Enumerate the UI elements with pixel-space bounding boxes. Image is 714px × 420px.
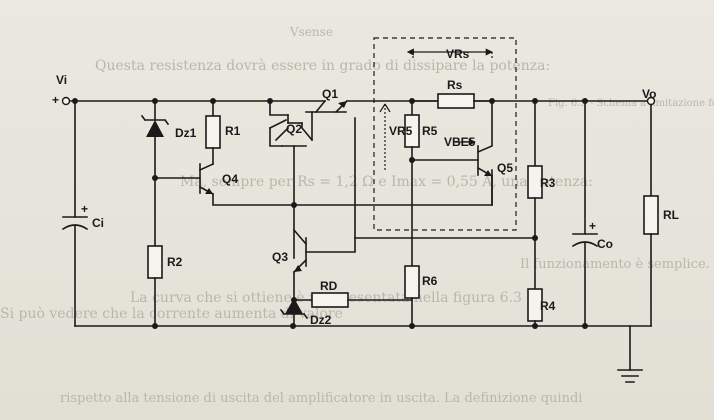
transistor-q1 — [269, 99, 349, 147]
transistor-q4 — [154, 162, 493, 206]
vrs-arrow — [406, 48, 493, 60]
transistor-q2 — [268, 100, 314, 259]
resistor-r3 — [354, 100, 543, 290]
resistor-r4 — [527, 288, 543, 327]
label-dz2: Dz2 — [310, 313, 332, 327]
label-rs: Rs — [447, 78, 463, 92]
label-ci: Ci — [92, 216, 104, 230]
resistor-r2 — [147, 245, 163, 327]
capacitor-co — [571, 100, 599, 327]
input-rail — [61, 96, 326, 106]
label-rd: RD — [320, 279, 338, 293]
label-q4: Q4 — [222, 172, 238, 186]
label-vo: Vo — [642, 87, 656, 101]
ghost-line-4: Si può vedere che la corrente aumenta di… — [0, 306, 343, 322]
label-q2: Q2 — [286, 122, 302, 136]
ground-rail — [74, 323, 652, 383]
label-r3: R3 — [540, 176, 556, 190]
transistor-q5 — [411, 100, 494, 206]
label-q1: Q1 — [322, 87, 338, 101]
label-ci-plus: + — [81, 202, 88, 216]
ghost-line-2: Ma, sempre per Rs = 1,2 Ω e Imax = 0,55 … — [180, 174, 593, 190]
zener-dz1 — [140, 100, 170, 247]
label-co: Co — [597, 237, 613, 251]
label-vbe5: VBE5 — [444, 135, 476, 149]
ghost-caption: Fig. 6.3 - Schema a limitazione foldback — [548, 98, 714, 109]
resistor-r6 — [404, 265, 420, 327]
label-q5: Q5 — [497, 161, 513, 175]
resistor-r1 — [205, 100, 221, 165]
label-r1: R1 — [225, 124, 241, 138]
label-vrs: VRs — [446, 47, 470, 61]
transistor-q3 — [292, 117, 356, 327]
ghost-line-1: Questa resistenza dovrà essere in grado … — [95, 57, 550, 74]
resistor-rl — [643, 96, 659, 327]
label-r6: R6 — [422, 274, 438, 288]
resistor-rd — [291, 292, 413, 308]
current-sense-box — [373, 37, 517, 231]
vr5-arrow — [379, 103, 391, 172]
label-vi-plus: + — [52, 93, 59, 107]
resistor-rs — [411, 93, 493, 109]
ghost-line-5: Il funzionamento è semplice. Quando la c… — [520, 257, 714, 272]
capacitor-ci — [61, 100, 89, 327]
label-r4: R4 — [540, 299, 556, 313]
label-co-plus: + — [589, 219, 596, 233]
label-r5: R5 — [422, 124, 438, 138]
label-r2: R2 — [167, 255, 183, 269]
resistor-r5 — [404, 100, 420, 267]
label-dz1: Dz1 — [175, 126, 197, 140]
ghost-top-word: Vsense — [289, 25, 333, 39]
label-q3: Q3 — [272, 250, 288, 264]
zener-dz2 — [279, 298, 309, 320]
label-vi: Vi — [56, 73, 67, 87]
label-vr5: VR5 — [389, 124, 413, 138]
output-rail — [346, 98, 652, 104]
label-rl: RL — [663, 208, 679, 222]
ghost-line-6: rispetto alla tensione di uscita del amp… — [60, 391, 582, 406]
